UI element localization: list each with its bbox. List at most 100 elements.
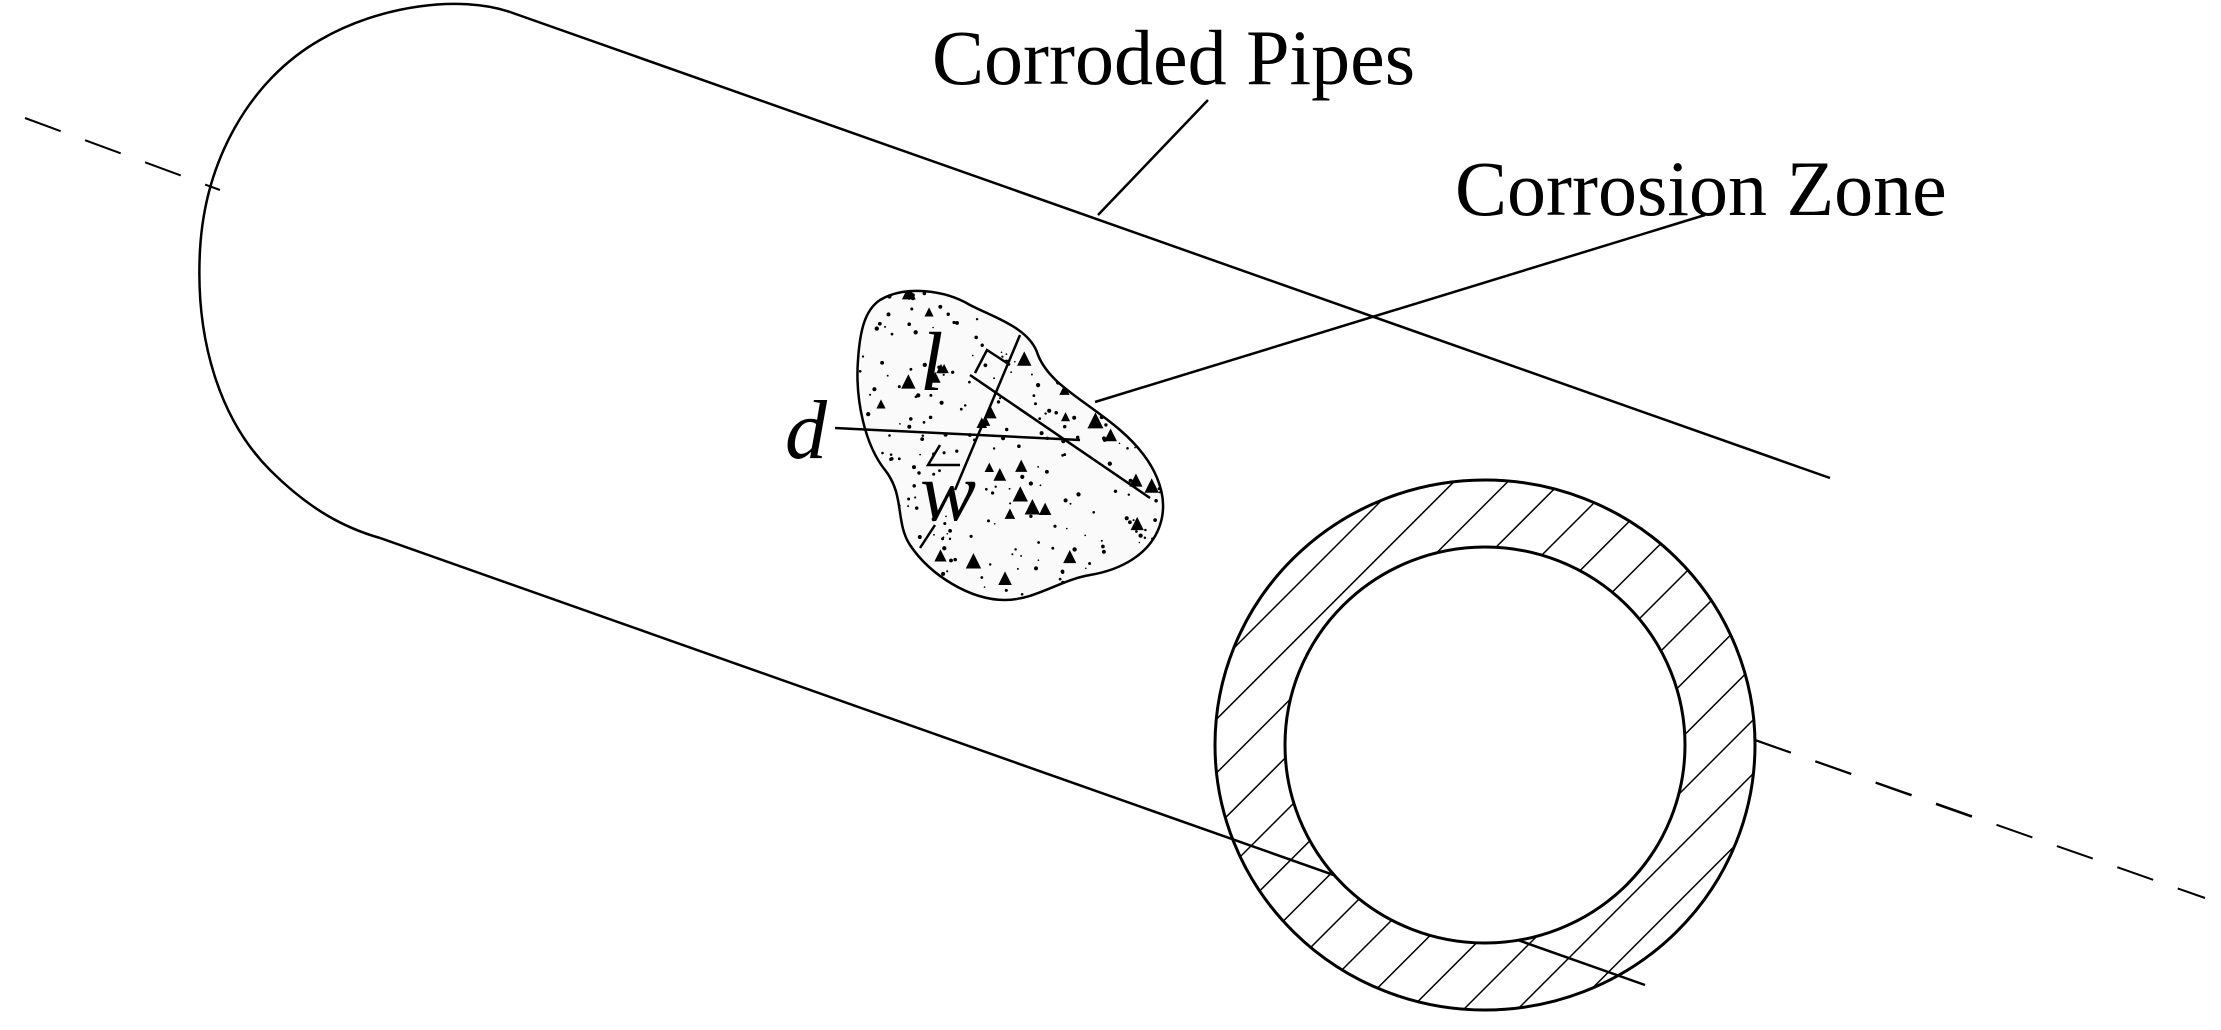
corrosion-speckle [929, 371, 941, 383]
corrosion-speckle [992, 447, 996, 450]
corrosion-speckle [969, 534, 973, 538]
corrosion-speckle [1048, 593, 1052, 597]
corrosion-speckle [874, 326, 879, 331]
corrosion-speckle [906, 286, 908, 288]
corrosion-speckle [1070, 364, 1074, 368]
corrosion-speckle [1085, 372, 1090, 376]
corrosion-speckle [1049, 328, 1052, 331]
corrosion-speckle [1059, 357, 1073, 372]
corrosion-speckle [1047, 408, 1052, 413]
corrosion-speckle [1149, 411, 1152, 414]
corrosion-speckle [1016, 567, 1019, 570]
corrosion-speckle [1104, 423, 1108, 427]
corrosion-speckle [987, 519, 990, 523]
corrosion-speckle [1156, 408, 1161, 413]
corrosion-speckle [910, 307, 914, 311]
corrosion-speckle [890, 457, 894, 461]
corrosion-speckle [1028, 481, 1034, 486]
corrosion-speckle [1155, 536, 1160, 541]
corrosion-speckle [934, 549, 947, 562]
corrosion-speckle [918, 586, 921, 589]
corrosion-speckle [1136, 375, 1141, 379]
corrosion-speckle [1015, 459, 1028, 472]
corrosion-speckle [1160, 593, 1163, 595]
corrosion-speckle [1144, 314, 1148, 318]
corrosion-speckle [1129, 473, 1143, 487]
corrosion-speckle [1034, 402, 1037, 406]
corrosion-speckle [1034, 296, 1037, 300]
corrosion-speckle [922, 421, 926, 424]
corrosion-speckle [1020, 286, 1022, 288]
corrosion-speckle [1063, 498, 1068, 503]
corrosion-speckle [901, 374, 916, 389]
corrosion-speckle [861, 355, 865, 358]
corrosion-speckle [857, 461, 860, 465]
corrosion-speckle [1153, 518, 1157, 522]
corrosion-speckle [951, 370, 955, 374]
axis-line-left [24, 117, 221, 191]
corrosion-speckle [942, 373, 945, 376]
corrosion-speckle [1115, 356, 1119, 360]
corrosion-speckle [939, 400, 944, 405]
corrosion-speckle [968, 380, 971, 384]
corrosion-speckle [1057, 371, 1062, 376]
corrosion-speckle [1092, 511, 1095, 514]
corrosion-speckle [1126, 335, 1132, 341]
corrosion-speckle [1127, 493, 1131, 496]
corrosion-speckle [1107, 461, 1112, 466]
corrosion-speckle [1060, 309, 1065, 314]
corrosion-speckle [885, 597, 889, 600]
corrosion-speckle [1001, 355, 1004, 358]
pipe-outer-circle [1213, 478, 1757, 1012]
corrosion-speckle [993, 468, 1007, 481]
corrosion-speckle [1157, 402, 1163, 408]
corrosion-speckle [1151, 323, 1156, 327]
corrosion-speckle [1092, 340, 1101, 349]
corrosion-speckle [1128, 520, 1132, 525]
corrosion-speckle [990, 293, 994, 297]
pipe-inner-circle [1283, 545, 1687, 945]
corrosion-speckle [1155, 433, 1158, 436]
corrosion-speckle [1146, 352, 1150, 356]
corrosion-speckle [1058, 577, 1062, 581]
corrosion-speckle [1088, 562, 1092, 565]
corrosion-speckle [1017, 444, 1021, 449]
corrosion-speckle [1018, 293, 1024, 298]
corrosion-speckle [952, 320, 956, 325]
corrosion-speckle [1063, 549, 1077, 564]
corrosion-speckle [938, 469, 941, 473]
corrosion-speckle [1144, 528, 1147, 532]
corrosion-speckle [1016, 319, 1026, 329]
corrosion-speckle [1052, 290, 1055, 292]
corrosion-speckle [1092, 293, 1095, 297]
corrosion-speckle [1158, 491, 1161, 494]
corrosion-speckle [1037, 559, 1040, 562]
corrosion-speckle [948, 529, 952, 533]
corrosion-speckle [1101, 544, 1105, 549]
corrosion-speckle [1025, 310, 1028, 314]
corrosion-speckle [929, 393, 933, 397]
corrosion-speckle [943, 521, 947, 526]
corrosion-speckle [1134, 367, 1143, 377]
corrosion-speckle [916, 393, 921, 398]
dim-w-line [953, 334, 1022, 491]
corrosion-speckle [1138, 541, 1141, 544]
corrosion-speckle [1132, 519, 1135, 522]
pipe-top-edge [509, 10, 1831, 480]
corrosion-speckle [1114, 320, 1117, 323]
corrosion-speckle [1100, 539, 1103, 542]
corrosion-speckle [867, 536, 870, 539]
corrosion-speckle [1124, 516, 1129, 521]
corrosion-speckle [860, 552, 866, 557]
corrosion-speckle [1063, 302, 1068, 307]
corrosion-speckle [880, 360, 885, 365]
corrosion-speckle [984, 462, 995, 473]
corrosion-speckle [937, 365, 941, 370]
corrosion-speckle [1070, 387, 1075, 392]
corrosion-speckle [869, 393, 872, 396]
corrosion-speckle [1065, 527, 1068, 530]
corrosion-speckle [1063, 453, 1067, 457]
corrosion-speckle [1029, 514, 1033, 519]
